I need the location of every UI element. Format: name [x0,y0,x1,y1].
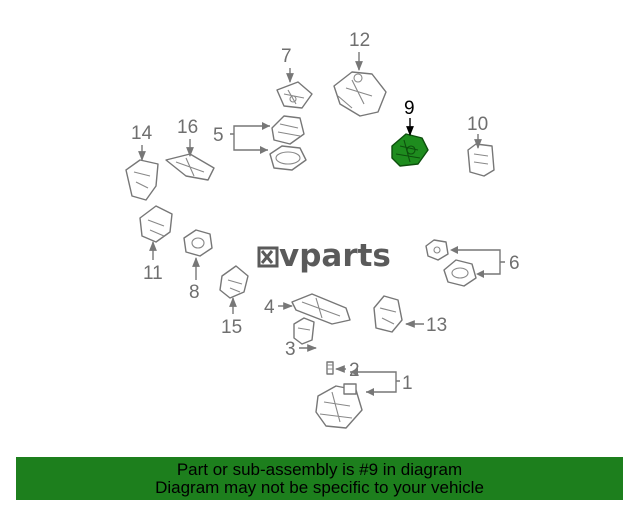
callout-8[interactable]: 8 [189,282,200,303]
callout-9[interactable]: 9 [404,98,415,119]
callout-12[interactable]: 12 [349,30,370,51]
footer-line-2: Diagram may not be specific to your vehi… [155,478,484,497]
part-7-bracket [276,81,313,109]
footer-line-1: Part or sub-assembly is #9 in diagram [176,460,463,479]
footer-banner: Part or sub-assembly is #9 in diagram Di… [16,457,623,500]
callout-11[interactable]: 11 [143,263,163,284]
part-11-bracket [139,205,173,243]
callout-15[interactable]: 15 [221,317,242,338]
leader-5 [230,125,270,151]
logo-mark-icon [257,246,279,268]
part-15-bracket [219,265,249,299]
callout-14[interactable]: 14 [131,123,153,144]
callout-13[interactable]: 13 [426,315,447,336]
part-2-bolt [326,361,334,375]
watermark-text: vparts [279,238,391,274]
part-8-bushing [183,229,213,257]
part-6-mount [425,239,477,287]
callout-6[interactable]: 6 [509,253,520,274]
callout-1[interactable]: 1 [402,373,413,394]
part-9-highlighted [391,133,429,167]
callout-10[interactable]: 10 [467,114,488,135]
part-14-bracket [125,159,159,201]
part-16-bracket [165,153,215,181]
callout-4[interactable]: 4 [264,297,275,318]
callout-3[interactable]: 3 [285,339,296,360]
part-12-bracket [333,71,387,117]
callout-5[interactable]: 5 [213,125,224,146]
leader-6 [452,249,505,275]
leader-1 [350,371,400,393]
vparts-logo: vparts [257,238,391,274]
part-1-mount [315,383,363,429]
part-4-crossmember [291,293,351,325]
part-5-mount [269,115,307,171]
callout-16[interactable]: 16 [177,117,198,138]
callout-7[interactable]: 7 [281,46,292,67]
part-13-bracket [373,295,403,333]
part-10-bracket [467,143,495,177]
part-3-bracket [293,317,315,345]
